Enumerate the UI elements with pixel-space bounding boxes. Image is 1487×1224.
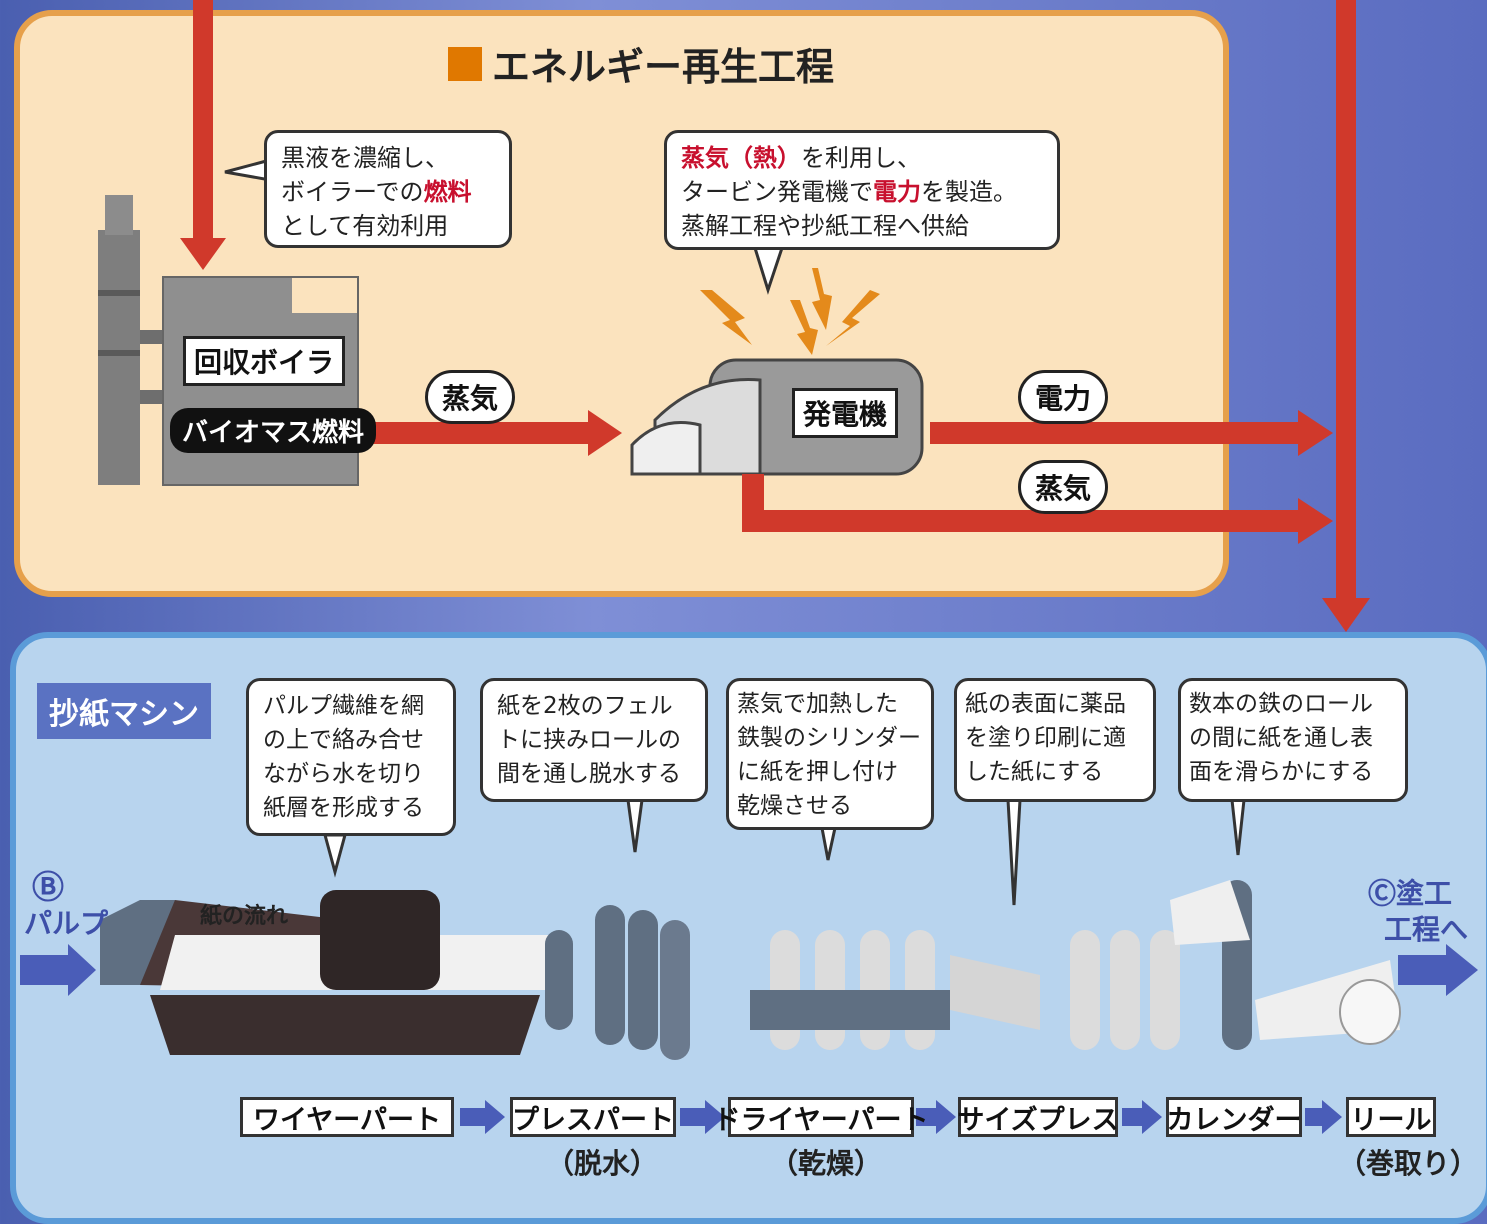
callout-line: トに挟みロールの xyxy=(497,727,681,753)
coating-output-line2: 工程へ xyxy=(1384,913,1469,946)
callout-line: 紙を2枚のフェル xyxy=(497,693,673,719)
dryer-part-callout: 蒸気で加熱した 鉄製のシリンダー に紙を押し付け 乾燥させる xyxy=(726,678,934,830)
paper-machine-illustration xyxy=(100,880,1401,1060)
steam-supply-arrow-head xyxy=(1298,498,1333,544)
black-liquor-arrow-head xyxy=(180,238,226,270)
bubble-tail xyxy=(820,826,837,861)
steam-supply-label: 蒸気 xyxy=(1018,460,1109,514)
generator-label: 発電機 xyxy=(792,388,899,438)
steam-label: 蒸気 xyxy=(425,370,516,424)
callout-line: 蒸気で加熱した xyxy=(737,691,898,717)
pulp-marker: Ⓑ xyxy=(32,868,65,906)
coating-output-arrow-head xyxy=(1446,944,1478,996)
lightning-icon xyxy=(700,268,880,355)
boiler-callout: 黒液を濃縮し、 ボイラーでの燃料 として有効利用 xyxy=(264,130,512,248)
step-arrow xyxy=(1305,1100,1342,1134)
coating-output-arrow-shaft xyxy=(1398,955,1448,985)
callout-line: に紙を押し付け xyxy=(737,759,898,785)
generator-icon xyxy=(630,358,924,519)
bubble-tail xyxy=(626,798,644,853)
boiler-callout-line2a: ボイラーでの xyxy=(281,178,424,206)
energy-title-text: エネルギー再生工程 xyxy=(492,45,835,89)
coating-output-line1: Ⓒ塗工 xyxy=(1368,877,1453,910)
boiler-callout-line1: 黒液を濃縮し、 xyxy=(281,144,449,172)
callout-line: パルプ繊維を網 xyxy=(263,693,424,719)
step-wire-part: ワイヤーパート xyxy=(240,1097,454,1137)
callout-line: ながら水を切り xyxy=(263,761,424,787)
supply-arrow-head xyxy=(1322,598,1370,632)
turbine-callout-line3: 蒸解工程や抄紙工程へ供給 xyxy=(681,212,969,240)
bubble-tail xyxy=(1006,798,1022,906)
title-square-icon xyxy=(448,46,482,81)
callout-line: 面を滑らかにする xyxy=(1189,759,1374,785)
step-arrow xyxy=(1122,1100,1162,1134)
press-part-callout: 紙を2枚のフェル トに挟みロールの 間を通し脱水する xyxy=(480,678,708,802)
boiler-callout-line2: ボイラーでの燃料 xyxy=(281,175,495,209)
paper-flow-label: 紙の流れ xyxy=(200,904,289,929)
bubble-tail xyxy=(752,246,785,295)
steam-arrow-head xyxy=(588,410,622,456)
steam-supply-arrow-shaft xyxy=(742,510,1300,532)
turbine-callout-steam: 蒸気（熱） xyxy=(681,144,801,172)
turbine-callout-line2: タービン発電機で電力を製造。 xyxy=(681,175,1043,209)
step-size-press: サイズプレス xyxy=(957,1097,1119,1137)
pulp-input-arrow-head xyxy=(68,944,96,996)
power-label: 電力 xyxy=(1018,370,1109,424)
turbine-callout-line2a: タービン発電機で xyxy=(681,178,873,206)
step-press-part: プレスパート xyxy=(510,1097,676,1137)
boiler-callout-fuel: 燃料 xyxy=(423,178,472,206)
bubble-tail xyxy=(1230,798,1246,856)
calender-callout: 数本の鉄のロール の間に紙を通し表 面を滑らかにする xyxy=(1178,678,1408,802)
power-arrow-shaft xyxy=(930,422,1300,444)
callout-line: 乾燥させる xyxy=(737,793,852,819)
callout-line: 紙層を形成する xyxy=(263,795,424,821)
paper-machine-title: 抄紙マシン xyxy=(37,683,211,739)
turbine-callout-line1: 蒸気（熱）を利用し、 xyxy=(681,141,1043,175)
wire-part-callout: パルプ繊維を網 の上で絡み合せ ながら水を切り 紙層を形成する xyxy=(246,678,456,836)
boiler-callout-line3: として有効利用 xyxy=(281,212,449,240)
step-calender: カレンダー xyxy=(1166,1097,1302,1137)
turbine-callout-power: 電力 xyxy=(873,178,921,206)
pulp-label: パルプ xyxy=(24,907,109,940)
dryer-part-sub: （乾燥） xyxy=(770,1147,883,1180)
callout-line: の間に紙を通し表 xyxy=(1189,725,1373,751)
turbine-callout: 蒸気（熱）を利用し、 タービン発電機で電力を製造。 蒸解工程や抄紙工程へ供給 xyxy=(664,130,1060,250)
bubble-tail xyxy=(323,833,347,878)
callout-line: 間を通し脱水する xyxy=(497,761,681,787)
callout-line: 数本の鉄のロール xyxy=(1189,691,1373,717)
turbine-callout-line2c: を製造。 xyxy=(921,178,1017,206)
callout-line: 鉄製のシリンダー xyxy=(737,725,921,751)
steam-arrow-shaft xyxy=(370,422,590,444)
reel-sub: （巻取り） xyxy=(1338,1147,1479,1180)
callout-line: を塗り印刷に適 xyxy=(965,725,1126,751)
black-liquor-arrow-shaft xyxy=(193,0,213,240)
power-arrow-head xyxy=(1298,410,1333,456)
step-dryer-part: ドライヤーパート xyxy=(714,1097,928,1137)
step-reel: リール xyxy=(1346,1097,1436,1137)
turbine-callout-line1b: を利用し、 xyxy=(801,144,921,172)
energy-section-title: エネルギー再生工程 xyxy=(448,36,834,91)
pulp-input-arrow-shaft xyxy=(20,955,70,985)
callout-line: 紙の表面に薬品 xyxy=(965,691,1126,717)
size-press-callout: 紙の表面に薬品 を塗り印刷に適 した紙にする xyxy=(954,678,1156,802)
biomass-fuel-label: バイオマス燃料 xyxy=(170,408,377,453)
step-arrow xyxy=(460,1100,505,1134)
step-arrow xyxy=(680,1100,725,1134)
chimney-icon xyxy=(98,195,164,485)
callout-line: した紙にする xyxy=(965,759,1104,785)
callout-line: の上で絡み合せ xyxy=(263,727,424,753)
recovery-boiler-label: 回収ボイラ xyxy=(183,336,346,386)
press-part-sub: （脱水） xyxy=(546,1147,659,1180)
supply-arrow-shaft xyxy=(1336,0,1356,600)
step-arrow xyxy=(916,1100,956,1134)
